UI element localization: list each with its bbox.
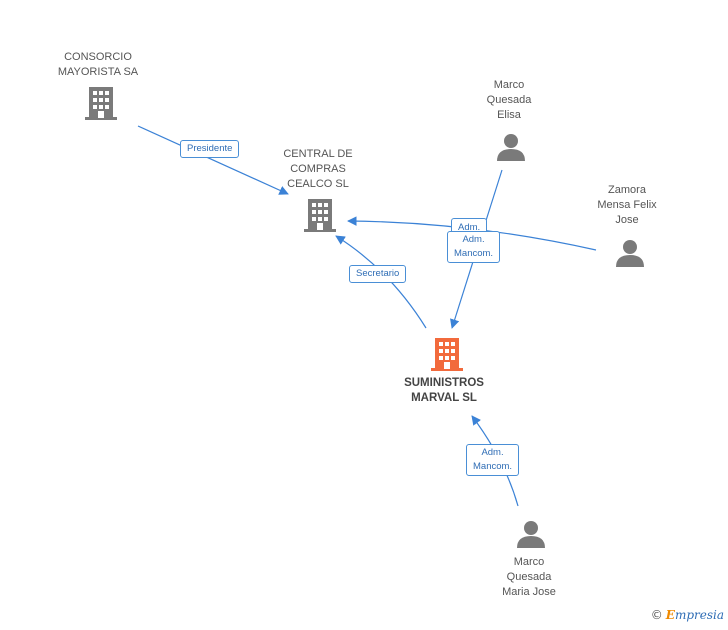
node-label-zamora[interactable]: Zamora Mensa Felix Jose (597, 184, 657, 226)
node-label-suministros[interactable]: SUMINISTROS MARVAL SL (404, 377, 484, 404)
person-icon[interactable] (517, 520, 545, 548)
node-label-marco-elisa[interactable]: Marco Quesada Elisa (486, 79, 532, 121)
edge-label-secretario: Secretario (349, 265, 407, 283)
edge-label-adm-mancom-elisa: Adm. Mancom. (447, 231, 501, 263)
brand-name: mpresia (674, 608, 724, 622)
brand-initial: E (665, 608, 675, 622)
person-icon[interactable] (497, 133, 525, 161)
edge-presidente (137, 125, 289, 195)
edge-label-adm-mancom-maria: Adm. Mancom. (466, 444, 520, 476)
edge-label-presidente: Presidente (180, 140, 240, 158)
building-icon[interactable] (85, 86, 117, 120)
copyright-icon: © (650, 608, 663, 622)
node-label-cealco[interactable]: CENTRAL DE COMPRAS CEALCO SL (283, 148, 353, 190)
person-icon[interactable] (616, 239, 644, 267)
building-icon[interactable] (304, 198, 336, 232)
empresia-logo: ©Empresia (651, 608, 724, 622)
node-label-marco-maria[interactable]: Marco Quesada Maria Jose (502, 556, 556, 598)
building-main-icon[interactable] (431, 337, 463, 371)
node-label-consorcio[interactable]: CONSORCIO MAYORISTA SA (57, 51, 139, 78)
